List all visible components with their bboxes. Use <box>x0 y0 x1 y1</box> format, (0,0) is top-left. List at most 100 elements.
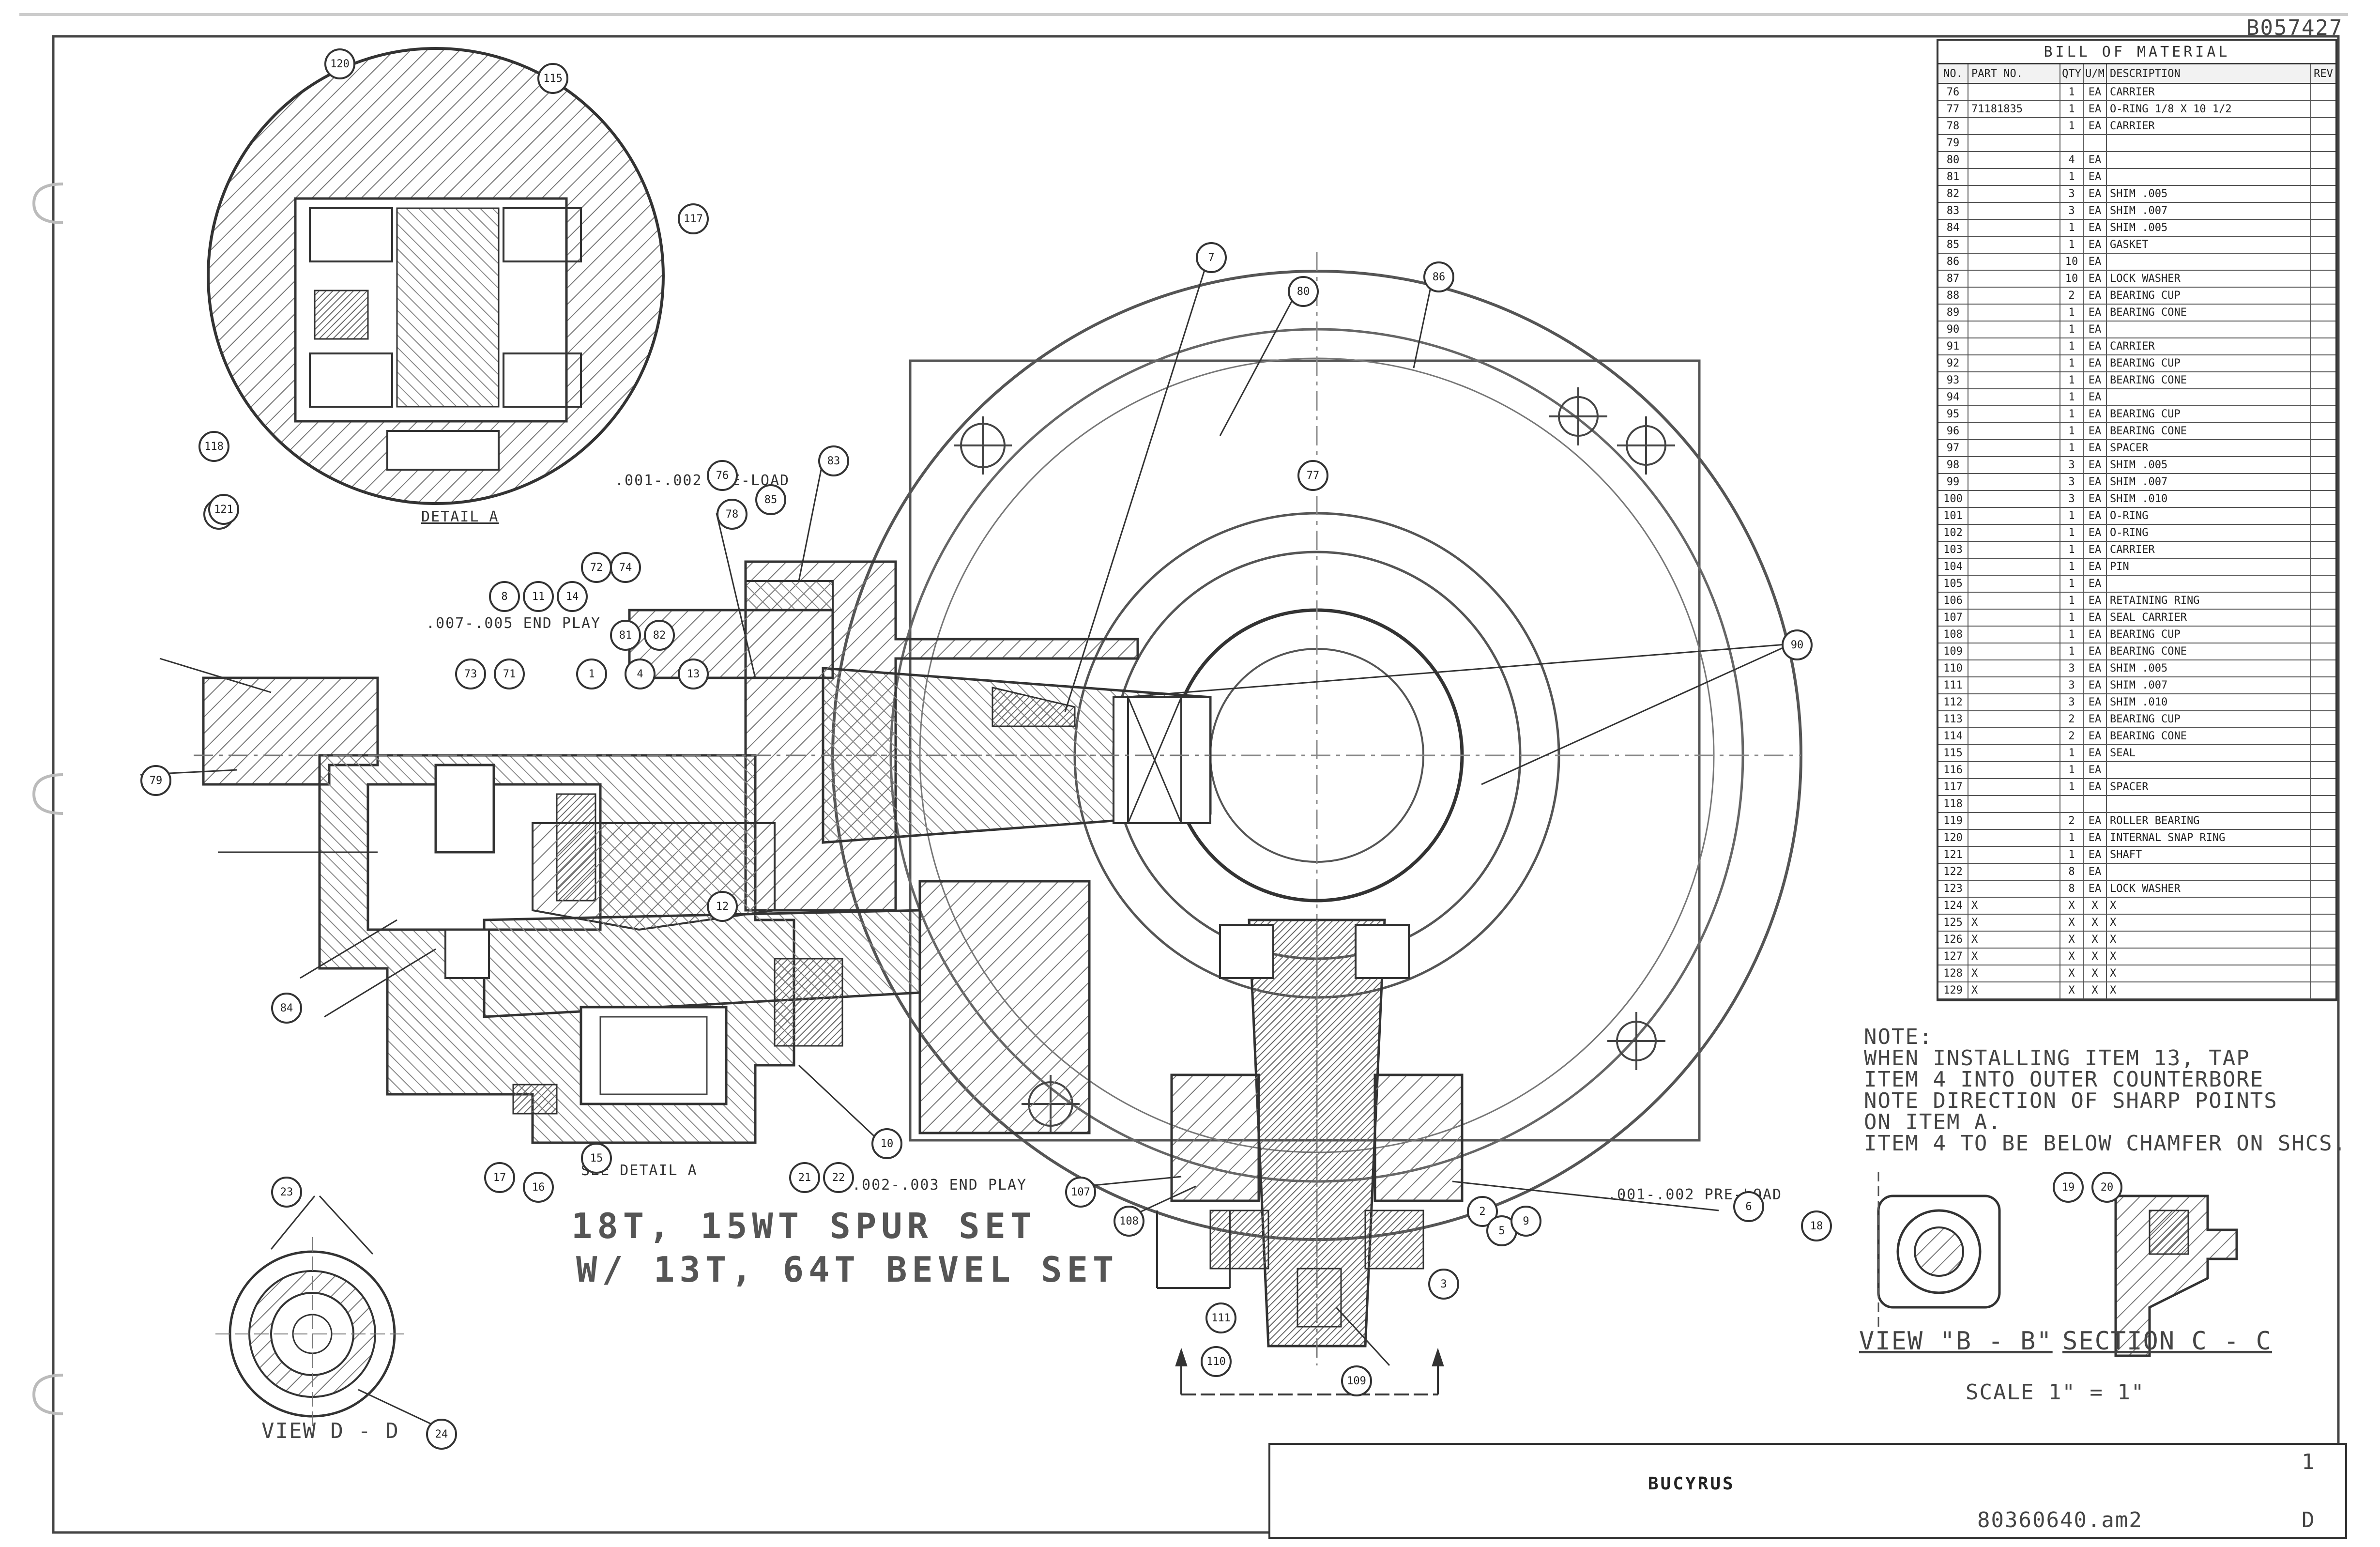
bom-cell-desc: X <box>2107 932 2311 948</box>
bom-cell-qty: 1 <box>2060 610 2084 626</box>
bom-cell-desc: SEAL <box>2107 745 2311 761</box>
bom-header-desc: DESCRIPTION <box>2107 64 2311 83</box>
bom-cell-qty: 1 <box>2060 525 2084 541</box>
bom-cell-part <box>1968 152 2060 168</box>
bom-cell-no: 112 <box>1938 694 1968 710</box>
bom-cell-desc <box>2107 254 2311 270</box>
bom-cell-rev <box>2311 389 2335 405</box>
bom-cell-rev <box>2311 305 2335 321</box>
bom-cell-no: 106 <box>1938 593 1968 609</box>
item-balloon: 84 <box>271 993 302 1024</box>
bom-cell-desc: CARRIER <box>2107 338 2311 354</box>
bom-cell-no: 95 <box>1938 406 1968 422</box>
bom-cell-um: EA <box>2084 779 2107 795</box>
bom-cell-qty: 1 <box>2060 389 2084 405</box>
item-balloon: 121 <box>208 494 239 525</box>
bom-cell-um: EA <box>2084 254 2107 270</box>
bom-cell-part <box>1968 84 2060 100</box>
bom-cell-qty: 1 <box>2060 643 2084 659</box>
bom-cell-part <box>1968 796 2060 812</box>
bom-cell-um: EA <box>2084 728 2107 744</box>
bom-cell-rev <box>2311 101 2335 117</box>
bom-cell-qty: 1 <box>2060 355 2084 371</box>
bom-cell-rev <box>2311 169 2335 185</box>
bom-cell-no: 90 <box>1938 322 1968 337</box>
bom-cell-desc: GASKET <box>2107 237 2311 253</box>
bom-cell-qty: 1 <box>2060 542 2084 558</box>
bom-cell-um: EA <box>2084 203 2107 219</box>
item-balloon: 74 <box>610 552 641 583</box>
bom-cell-um: EA <box>2084 186 2107 202</box>
bom-cell-part <box>1968 660 2060 676</box>
item-balloon: 117 <box>678 203 709 234</box>
bom-cell-um: EA <box>2084 745 2107 761</box>
bom-cell-part <box>1968 271 2060 287</box>
bom-cell-desc: INTERNAL SNAP RING <box>2107 830 2311 846</box>
bom-cell-rev <box>2311 491 2335 507</box>
bom-cell-desc: BEARING CUP <box>2107 627 2311 643</box>
bom-cell-desc <box>2107 322 2311 337</box>
bom-cell-rev <box>2311 237 2335 253</box>
revision-letter: D <box>2302 1508 2316 1532</box>
bom-cell-no: 105 <box>1938 576 1968 592</box>
bom-cell-no: 123 <box>1938 881 1968 897</box>
bom-cell-um: EA <box>2084 322 2107 337</box>
bom-cell-qty: 1 <box>2060 101 2084 117</box>
bom-cell-rev <box>2311 406 2335 422</box>
bom-cell-um: EA <box>2084 406 2107 422</box>
bom-cell-desc: LOCK WASHER <box>2107 271 2311 287</box>
item-balloon: 78 <box>717 499 748 530</box>
bom-cell-um: EA <box>2084 101 2107 117</box>
bom-cell-desc: X <box>2107 898 2311 914</box>
bom-cell-part <box>1968 389 2060 405</box>
bom-cell-rev <box>2311 881 2335 897</box>
bom-cell-qty: 10 <box>2060 254 2084 270</box>
bom-cell-qty: X <box>2060 915 2084 931</box>
bom-cell-rev <box>2311 796 2335 812</box>
bom-cell-part <box>1968 372 2060 388</box>
bom-cell-qty: 8 <box>2060 881 2084 897</box>
bom-cell-qty: 2 <box>2060 813 2084 829</box>
item-balloon: 115 <box>537 63 568 94</box>
end-play-note: .002-.003 END PLAY <box>852 1177 1027 1194</box>
bom-cell-part <box>1968 457 2060 473</box>
item-balloon: 15 <box>581 1143 612 1174</box>
view-b-label: VIEW "B - B" <box>1859 1327 2053 1356</box>
bom-cell-qty: 3 <box>2060 660 2084 676</box>
bom-cell-no: 77 <box>1938 101 1968 117</box>
bom-cell-rev <box>2311 525 2335 541</box>
bom-cell-um: X <box>2084 982 2107 998</box>
item-balloon: 118 <box>198 431 229 462</box>
bom-cell-no: 108 <box>1938 627 1968 643</box>
bom-cell-qty: 1 <box>2060 322 2084 337</box>
bom-cell-part <box>1968 677 2060 693</box>
note-line: ON ITEM A. <box>1864 1110 2002 1134</box>
bom-cell-qty: 3 <box>2060 491 2084 507</box>
item-balloon: 21 <box>789 1162 820 1193</box>
bom-cell-part: X <box>1968 965 2060 981</box>
bom-cell-desc <box>2107 169 2311 185</box>
bom-cell-rev <box>2311 643 2335 659</box>
bom-cell-no: 98 <box>1938 457 1968 473</box>
item-balloon: 82 <box>644 620 675 651</box>
bom-cell-um: EA <box>2084 813 2107 829</box>
bom-cell-um: EA <box>2084 864 2107 880</box>
item-balloon: 12 <box>707 891 738 922</box>
bom-cell-qty: 1 <box>2060 406 2084 422</box>
bom-cell-um: EA <box>2084 711 2107 727</box>
bom-cell-desc: SPACER <box>2107 779 2311 795</box>
bom-cell-um: EA <box>2084 830 2107 846</box>
item-balloon: 85 <box>755 484 786 515</box>
bom-cell-no: 97 <box>1938 440 1968 456</box>
item-balloon: 24 <box>426 1419 457 1450</box>
bom-cell-part <box>1968 169 2060 185</box>
